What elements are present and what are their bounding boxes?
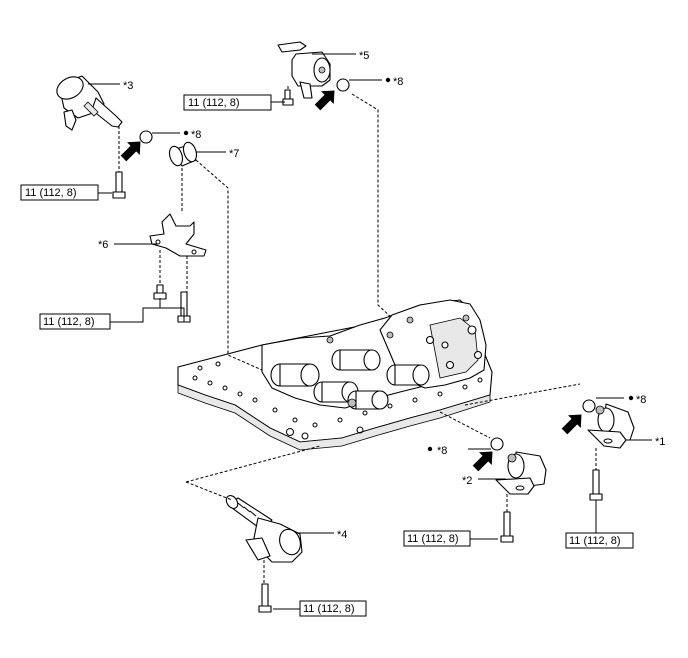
bracket-6	[149, 213, 207, 257]
torque-box: 11 (112, 8)	[39, 313, 111, 330]
torque-label: 11 (112, 8)	[25, 187, 77, 199]
valve-body-assembly	[177, 299, 493, 451]
bullet-dot-icon	[183, 130, 189, 136]
sensor-1	[587, 403, 635, 449]
solenoid-4	[225, 495, 303, 563]
torque-label: 11 (112, 8)	[188, 97, 240, 109]
torque-label: 11 (112, 8)	[569, 535, 621, 547]
install-direction-arrow-icon	[472, 451, 493, 472]
callout-5: *5	[359, 50, 369, 62]
callout-2: *2	[462, 475, 472, 487]
callout-8: *8	[191, 129, 201, 141]
bullet-dot-icon	[427, 446, 433, 452]
bullet-dot-icon	[628, 395, 634, 401]
callout-labels: *3 *5 *7 *6 *4 *2 *1 *8 *8 *8 *8	[98, 50, 665, 541]
torque-label: 11 (112, 8)	[303, 603, 355, 615]
callout-7: *7	[229, 148, 239, 160]
torque-box: 11 (112, 8)	[20, 184, 99, 201]
callout-8: *8	[437, 445, 447, 457]
callout-3: *3	[123, 80, 133, 92]
callout-8: *8	[636, 394, 646, 406]
callout-8: *8	[393, 76, 403, 88]
torque-label: 11 (112, 8)	[407, 533, 459, 545]
assembly-lines	[118, 86, 597, 584]
install-direction-arrow-icon	[314, 90, 335, 111]
callout-6: *6	[98, 239, 108, 251]
solenoid-3	[56, 75, 123, 131]
sensor-2	[495, 451, 547, 495]
torque-box: 11 (112, 8)	[183, 94, 272, 111]
o-rings	[139, 78, 596, 451]
solenoid-5	[277, 41, 331, 99]
torque-specs: 11 (112, 8) 11 (112, 8) 11 (112, 8) 11 (…	[20, 94, 634, 617]
install-direction-arrow-icon	[561, 414, 582, 435]
bullet-dot-icon	[385, 77, 391, 83]
callout-1: *1	[655, 436, 665, 448]
torque-box: 11 (112, 8)	[403, 530, 471, 547]
install-direction-arrow-icons	[120, 90, 582, 472]
callout-4: *4	[337, 529, 347, 541]
torque-box: 11 (112, 8)	[565, 532, 634, 549]
leader-lines	[88, 53, 652, 610]
torque-label: 11 (112, 8)	[43, 316, 95, 328]
install-direction-arrow-icon	[120, 141, 141, 162]
cylinder-7	[168, 141, 198, 167]
torque-box: 11 (112, 8)	[299, 600, 367, 617]
bullet-dot-icons	[183, 77, 634, 452]
